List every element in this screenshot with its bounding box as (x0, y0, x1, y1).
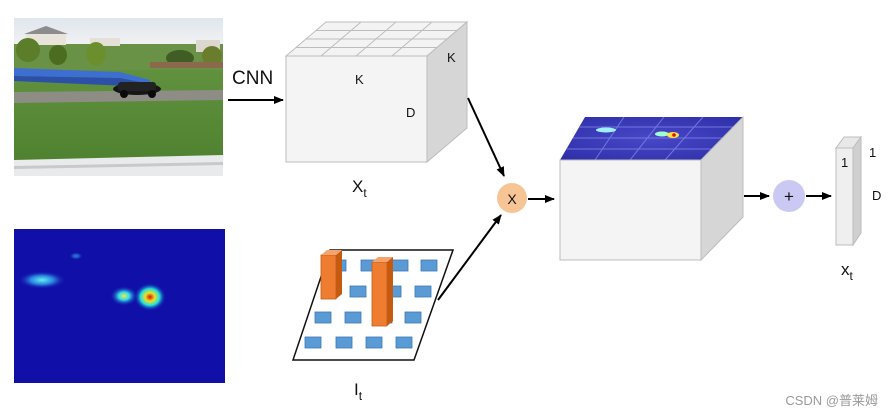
vector-d-label: D (872, 188, 881, 203)
attention-bars (320, 250, 393, 327)
arrow-map-to-multiply (437, 214, 502, 301)
location-label: It (354, 380, 363, 403)
vector-one-front: 1 (841, 155, 848, 170)
cnn-label: CNN (232, 68, 273, 89)
multiply-node: X (497, 183, 527, 213)
sum-pool-node: + (773, 180, 805, 212)
it-main: I (354, 380, 359, 399)
cnn-arrow: CNN (228, 68, 284, 104)
xt-main: X (352, 177, 363, 196)
saliency-heatmap (14, 229, 225, 383)
multiply-symbol: X (507, 191, 517, 207)
cube-k-front-label: K (355, 72, 364, 87)
xt-small-main: x (841, 260, 850, 279)
input-photo (14, 18, 223, 176)
location-map: It (291, 249, 455, 403)
xt-sub: t (363, 186, 367, 200)
vector-label: xt (841, 260, 854, 283)
output-vector: 1 1 D xt (835, 135, 881, 283)
xt-small-sub: t (850, 269, 854, 283)
weighted-cube (559, 115, 744, 262)
cube-k-top-label: K (447, 50, 456, 65)
cube-d-label: D (406, 105, 415, 120)
feature-label: Xt (352, 177, 367, 200)
arrow-cube-to-multiply (467, 97, 505, 177)
feature-cube: K K D Xt (284, 20, 469, 200)
vector-one-side: 1 (869, 145, 876, 160)
watermark: CSDN @普莱姆 (785, 393, 878, 408)
plus-symbol: + (784, 187, 794, 206)
it-sub: t (359, 389, 363, 403)
